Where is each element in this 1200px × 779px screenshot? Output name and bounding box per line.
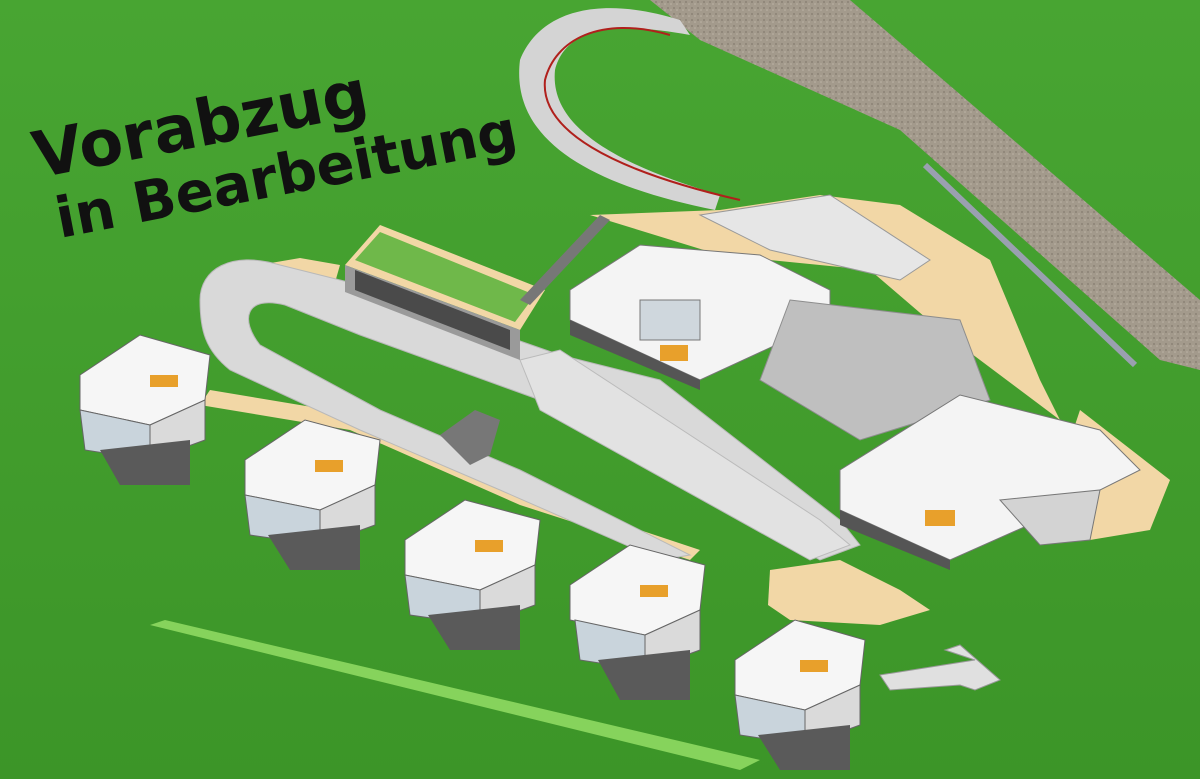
road-edge-line xyxy=(922,162,1138,368)
stairs-lower xyxy=(440,410,500,465)
house-1 xyxy=(79,334,211,485)
gravel-road xyxy=(650,0,1200,370)
red-route-line xyxy=(543,26,741,201)
right-building xyxy=(839,394,1141,570)
central-building xyxy=(569,194,991,441)
garage-green-roof xyxy=(345,225,545,360)
house-5 xyxy=(734,619,866,770)
house-4 xyxy=(569,544,706,700)
house-3 xyxy=(404,499,541,650)
walkway-arrow xyxy=(879,644,1001,691)
grass-strip xyxy=(150,620,760,770)
house-2 xyxy=(244,419,381,570)
embankment-top xyxy=(590,195,1060,420)
stairs-upper xyxy=(520,215,610,305)
driveway xyxy=(519,349,851,561)
embankment-bottom xyxy=(768,560,930,625)
